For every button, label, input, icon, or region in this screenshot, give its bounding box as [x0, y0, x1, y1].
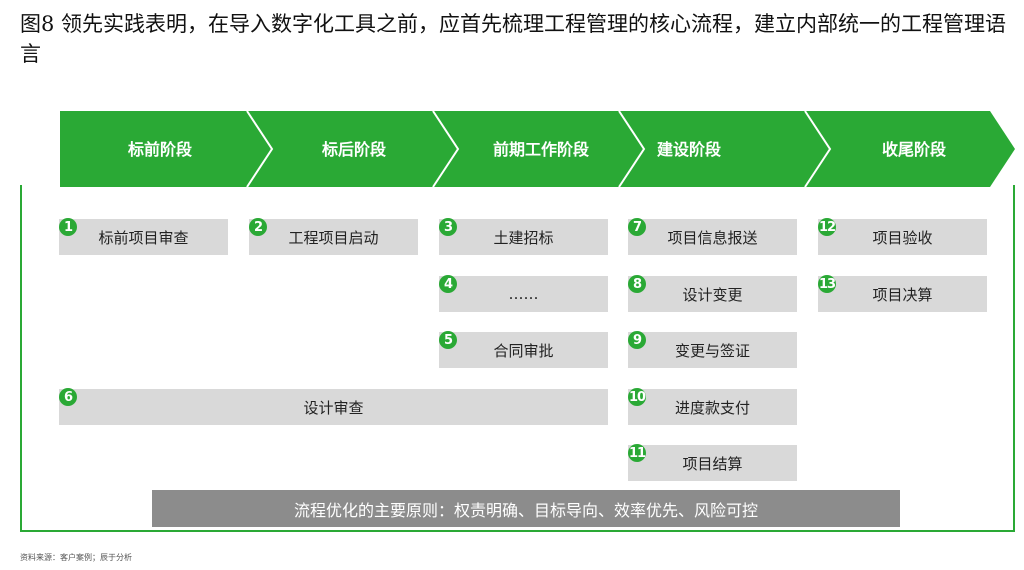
- step-label-1: 标前项目审查: [98, 228, 189, 247]
- step-label-11: 项目结算: [682, 454, 743, 473]
- page-title: 图8 领先实践表明，在导入数字化工具之前，应首先梳理工程管理的核心流程，建立内部…: [20, 12, 1007, 66]
- step-label-8: 设计变更: [682, 285, 743, 304]
- process-frame: [20, 185, 1015, 532]
- step-number-badge-10: 10: [628, 388, 646, 406]
- step-number-badge-1: 1: [59, 218, 77, 236]
- phase-divider-3: [618, 110, 646, 188]
- step-label-5: 合同审批: [493, 341, 554, 360]
- step-label-2: 工程项目启动: [288, 228, 379, 247]
- step-number-badge-13: 13: [818, 275, 836, 293]
- phase-label-1: 标前阶段: [127, 140, 193, 159]
- step-box-9: 变更与签证: [628, 332, 797, 368]
- step-box-8: 设计变更: [628, 276, 797, 312]
- step-box-3: 土建招标: [439, 219, 608, 255]
- phase-label-5: 收尾阶段: [882, 140, 947, 159]
- phase-divider-4: [804, 110, 832, 188]
- step-number-badge-12: 12: [818, 218, 836, 236]
- step-box-1: 标前项目审查: [59, 219, 228, 255]
- source-note: 资料来源：客户案例；辰于分析: [20, 553, 132, 562]
- step-label-7: 项目信息报送: [667, 228, 758, 247]
- step-label-6: 设计审查: [303, 398, 364, 417]
- phase-label-4: 建设阶段: [657, 140, 722, 159]
- step-number-badge-2: 2: [249, 218, 267, 236]
- phase-divider-1: [246, 110, 274, 188]
- phase-label-3: 前期工作阶段: [493, 140, 590, 159]
- step-box-13: 项目决算: [818, 276, 987, 312]
- step-box-6: 设计审查: [59, 389, 608, 425]
- step-number-badge-4: 4: [439, 275, 457, 293]
- step-box-7: 项目信息报送: [628, 219, 797, 255]
- phase-divider-2: [432, 110, 460, 188]
- principle-banner: 流程优化的主要原则：权责明确、目标导向、效率优先、风险可控: [152, 490, 900, 527]
- step-number-badge-8: 8: [628, 275, 646, 293]
- step-box-11: 项目结算: [628, 445, 797, 481]
- step-label-13: 项目决算: [872, 285, 933, 304]
- step-number-badge-3: 3: [439, 218, 457, 236]
- step-number-badge-6: 6: [59, 388, 77, 406]
- step-box-4: ……: [439, 276, 608, 312]
- step-box-5: 合同审批: [439, 332, 608, 368]
- step-number-badge-7: 7: [628, 218, 646, 236]
- step-box-2: 工程项目启动: [249, 219, 418, 255]
- step-label-12: 项目验收: [872, 228, 933, 247]
- phase-label-2: 标后阶段: [321, 140, 387, 159]
- step-label-10: 进度款支付: [674, 398, 750, 417]
- phase-arrow-shape: [60, 111, 1015, 187]
- step-box-12: 项目验收: [818, 219, 987, 255]
- step-number-badge-11: 11: [628, 444, 646, 462]
- step-box-10: 进度款支付: [628, 389, 797, 425]
- phase-arrow-bar: 标前阶段 标后阶段 前期工作阶段 建设阶段 收尾阶段: [60, 110, 1015, 188]
- step-label-4: ……: [508, 285, 539, 303]
- step-label-3: 土建招标: [493, 228, 554, 247]
- step-number-badge-9: 9: [628, 331, 646, 349]
- step-number-badge-5: 5: [439, 331, 457, 349]
- step-label-9: 变更与签证: [674, 341, 750, 360]
